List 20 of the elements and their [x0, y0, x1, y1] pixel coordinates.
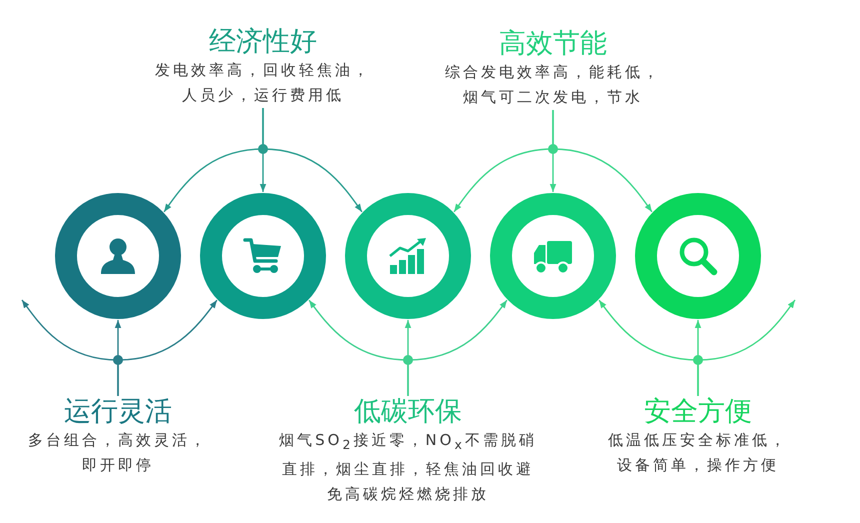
- description-text: 发电效率高，回收轻焦油，人员少，运行费用低: [154, 60, 372, 106]
- ring-circle: [200, 193, 326, 319]
- curved-arrow: [407, 300, 508, 396]
- description-text: 烟气SO$_{2}$接近零，NO$_{x}$不需脱硝直排，烟尘直排，轻焦油回收避免高碳烷烃燃烧排放: [278, 430, 538, 505]
- description-text: 多台组合，高效灵活，即开即停: [27, 430, 209, 476]
- heading: 高效节能: [499, 28, 607, 60]
- heading: 运行灵活: [64, 396, 172, 428]
- curved-arrow: [697, 300, 796, 396]
- curved-arrow: [117, 300, 218, 396]
- heading: 经济性好: [209, 26, 317, 58]
- ring-circle: [635, 193, 761, 319]
- description-text: 低温低压安全标准低，设备简单，操作方便: [607, 430, 789, 476]
- ring-circle: [490, 193, 616, 319]
- curved-arrow: [552, 110, 652, 212]
- curved-arrow: [262, 108, 362, 212]
- description-text: 综合发电效率高，能耗低，烟气可二次发电，节水: [444, 62, 662, 108]
- ring-circle: [345, 193, 471, 319]
- heading: 低碳环保: [354, 396, 462, 428]
- heading: 安全方便: [644, 396, 752, 428]
- ring-circle: [55, 193, 181, 319]
